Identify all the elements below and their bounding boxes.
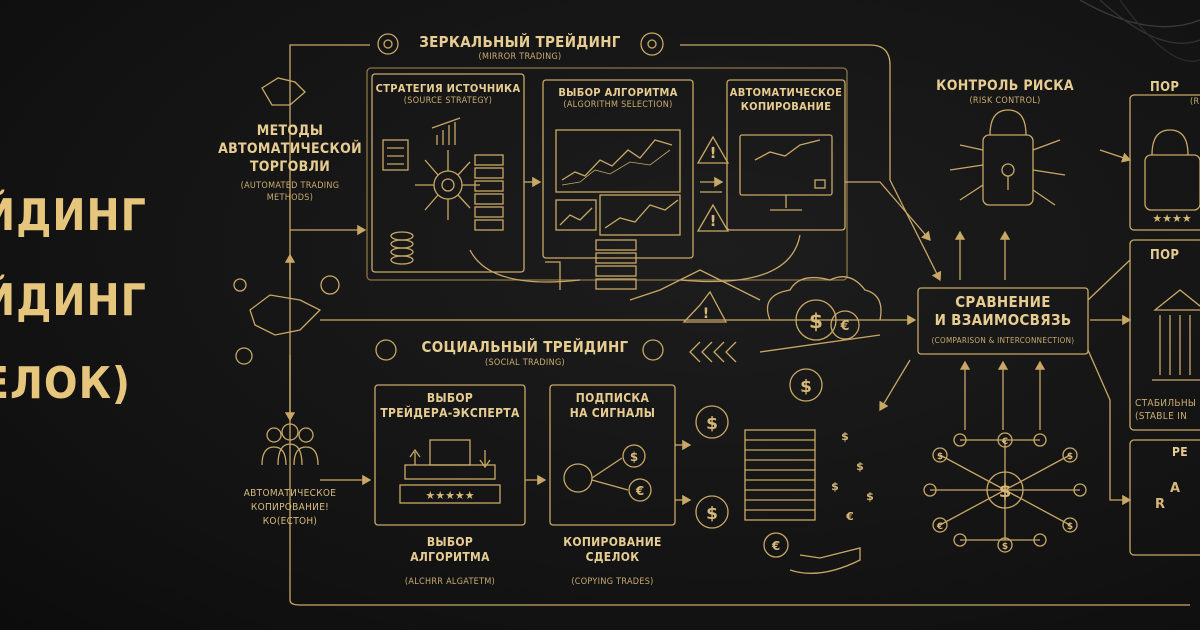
right-top-label: Пор [1150,80,1180,95]
methods-title-line-1: Методы [256,123,324,139]
social-auto-copy-line-1: Автоматическое [243,488,337,499]
expert-selection-title: Выбор трейдера-эксперта [375,391,525,421]
svg-text:$: $ [866,490,874,503]
social-subtitle: (Social Trading) [485,358,565,368]
right-bottom-label: Ре [1172,445,1188,459]
svg-text:$: $ [706,504,718,524]
svg-text:$: $ [1067,452,1073,462]
risk-control-subtitle: (Risk Control) [969,96,1041,106]
methods-subtitle-line-2: Methods) [266,193,314,203]
svg-text:$: $ [841,430,849,443]
copy-trades-title: Копирование сделок [550,535,675,565]
right-stable-label: Стабильны (Stable In [1135,397,1200,423]
right-mid-label: Пор [1150,248,1180,263]
svg-text:★★★★★: ★★★★★ [425,489,474,502]
svg-text:€: € [936,522,943,532]
methods-title-line-3: торговли [249,159,331,175]
copy-trades-line-1: Копирование [563,535,662,549]
svg-text:!: ! [710,144,717,162]
methods-title-line-2: автоматической [218,141,362,157]
copy-trades-line-2: сделок [585,550,640,564]
svg-text:$: $ [706,414,718,434]
auto-copy-title-line-2: копирование [740,100,832,113]
left-title-line-1: ЙДИНГ [0,190,147,241]
methods-title: Методы автоматической торговли [205,122,375,176]
social-algorithm-title: Выбор алгоритма [375,535,525,565]
svg-text:$: $ [800,377,812,397]
expert-selection-line-2: трейдера-эксперта [380,406,520,420]
social-algorithm-subtitle: (ALCHRR ALGATETM) [404,577,496,587]
signals-subscription-title: Подписка на сигналы [550,391,675,421]
right-stable-line-1: Стабильны [1135,398,1197,409]
social-auto-copy-label: Автоматическое копирование! ко(естон) [225,487,355,529]
svg-text:R: R [1155,497,1165,512]
methods-subtitle-line-1: (Automated Trading [240,181,340,191]
expert-selection-line-1: Выбор [426,391,474,405]
mirror-subtitle: (Mirror Trading) [478,52,562,62]
signals-subscription-line-1: Подписка [575,391,650,405]
svg-text:€: € [845,510,854,523]
svg-text:$: $ [999,481,1012,502]
svg-text:!: ! [710,212,717,230]
svg-text:€: € [1001,437,1008,447]
auto-copy-title: Автоматическое копирование [727,86,845,114]
svg-text:!: ! [703,306,709,322]
left-title-line-2: ЙДИНГ [0,275,147,326]
svg-text:€: € [771,539,780,553]
svg-text:$: $ [831,480,839,493]
signals-subscription-line-2: на сигналы [569,406,656,420]
svg-text:A: A [1170,481,1180,496]
comparison-subtitle: (Comparison & Interconnection) [931,336,1075,345]
svg-text:€: € [839,319,849,334]
svg-text:$: $ [856,460,864,473]
auto-copy-title-line-1: Автоматическое [729,86,843,99]
svg-text:$: $ [630,450,638,464]
svg-text:$: $ [1067,522,1073,532]
social-title: Социальный трейдинг [421,338,629,356]
mirror-title: Зеркальный трейдинг [419,33,621,51]
right-top-sublabel: (R [1190,97,1200,107]
svg-text:★★★★: ★★★★ [1152,212,1192,225]
svg-text:€: € [635,484,644,498]
source-strategy-title: Стратегия источника [375,82,521,95]
svg-text:$: $ [809,309,823,333]
svg-text:$: $ [1002,542,1008,552]
risk-control-title: Контроль риска [936,78,1074,94]
svg-text:$: $ [937,452,943,462]
social-algorithm-line-2: алгоритма [410,550,490,564]
comparison-title: Сравнение и взаимосвязь [918,293,1088,329]
copy-trades-subtitle: (Copying Trades) [571,577,654,587]
algorithm-selection-subtitle: (Algorithm Selection) [563,100,673,110]
algorithm-selection-title: Выбор алгоритма [558,86,678,99]
source-strategy-subtitle: (Source Strategy) [403,96,493,106]
social-auto-copy-line-2: копирование! [250,502,330,513]
left-title-line-3: ЕЛОК) [0,358,132,409]
comparison-title-line-1: Сравнение [955,293,1051,311]
comparison-title-line-2: и взаимосвязь [934,311,1072,329]
methods-subtitle: (Automated Trading Methods) [205,180,375,204]
right-stable-line-2: (Stable In [1135,411,1188,422]
social-algorithm-line-1: Выбор [426,535,474,549]
social-auto-copy-line-3: ко(естон) [262,516,318,527]
